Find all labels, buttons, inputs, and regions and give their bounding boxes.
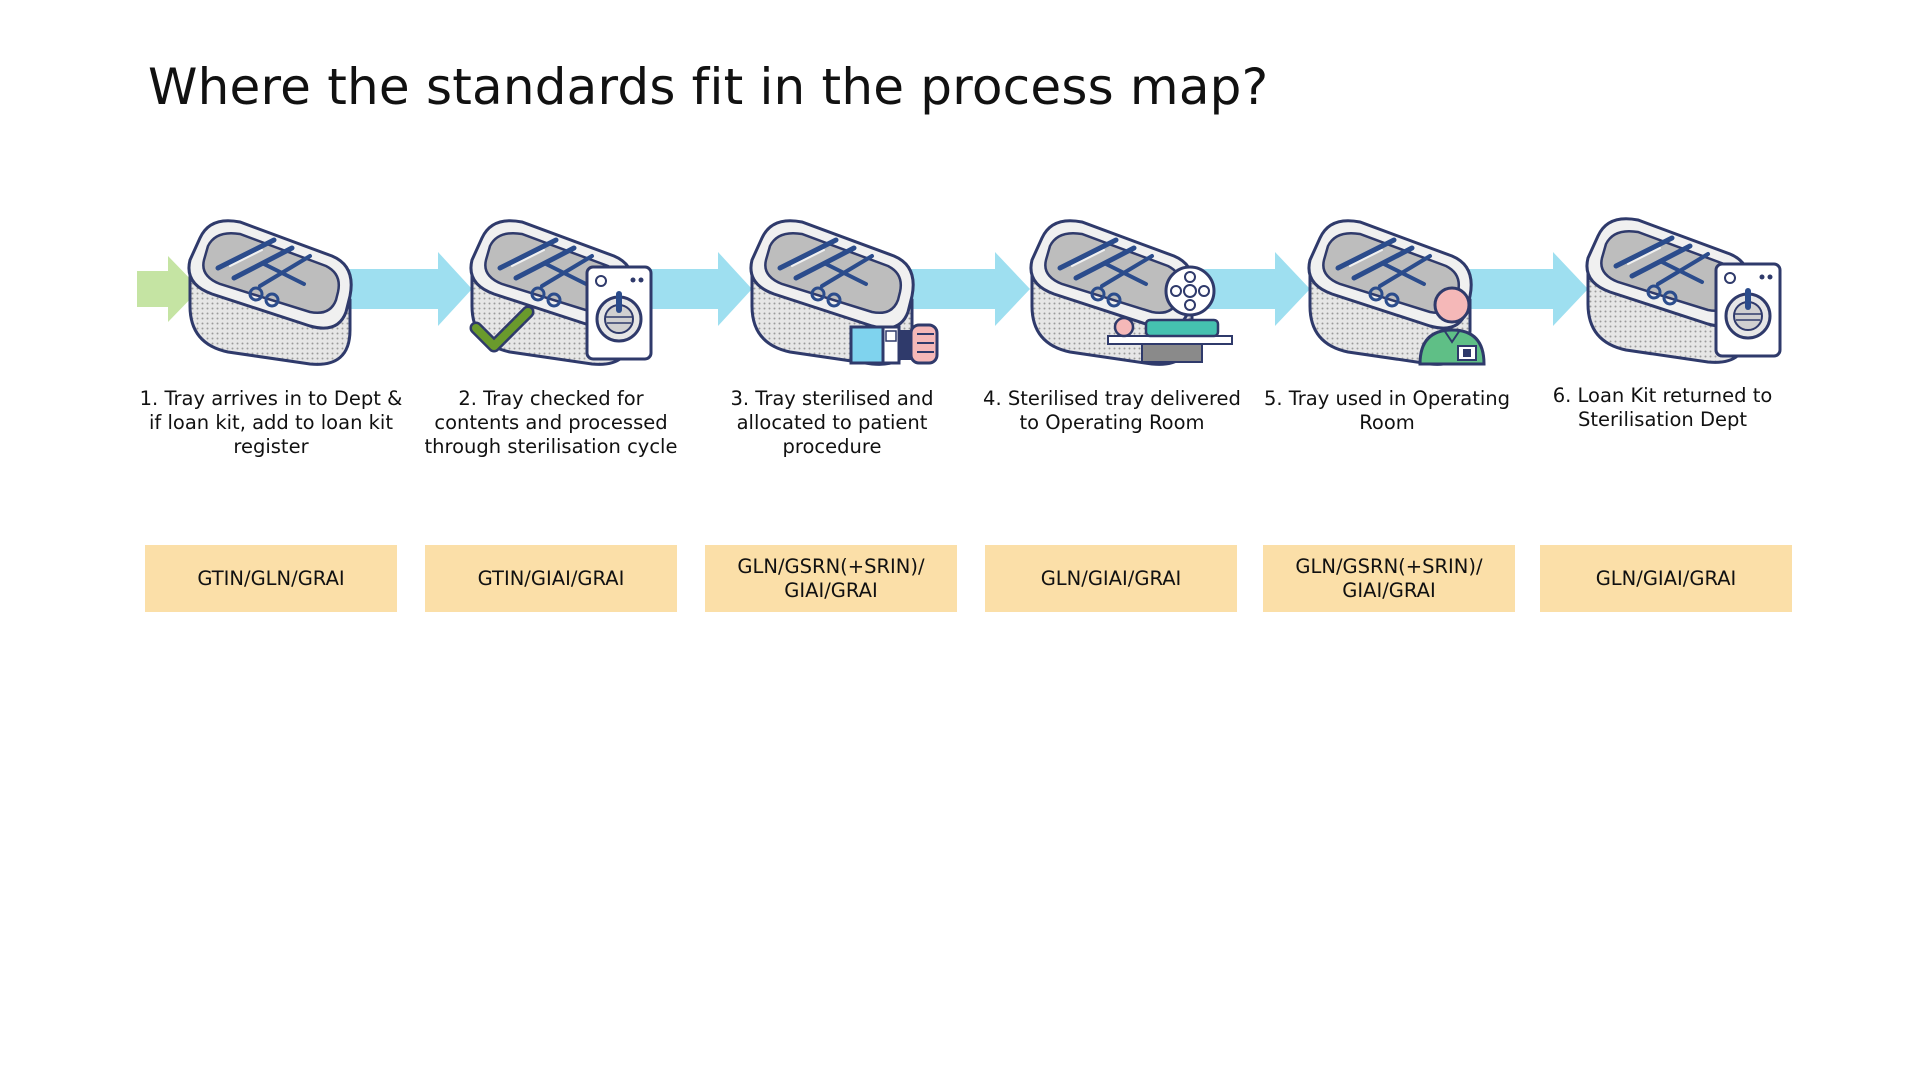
surgeon-icon — [1418, 286, 1486, 366]
step-4-standards-box: GLN/GIAI/GRAI — [985, 545, 1237, 612]
flow-arrow-5-6 — [1465, 252, 1588, 326]
step-4-caption: 4. Sterilised tray delivered to Operatin… — [983, 387, 1241, 434]
step-1-standards-box: GTIN/GLN/GRAI — [145, 545, 397, 612]
step-1-tray-icon — [189, 221, 351, 365]
step-5-caption: 5. Tray used in Operating Room — [1263, 387, 1511, 434]
steriliser-machine-icon — [1714, 262, 1782, 358]
flow-arrow-1-2 — [345, 252, 472, 326]
step-2-standards-box: GTIN/GIAI/GRAI — [425, 545, 677, 612]
operating-table-icon — [1107, 316, 1233, 363]
surgical-light-icon — [1164, 265, 1216, 317]
step-5-standards-box: GLN/GSRN(+SRIN)/ GIAI/GRAI — [1263, 545, 1515, 612]
page-title: Where the standards fit in the process m… — [148, 58, 1269, 116]
flow-arrow-3-4 — [905, 252, 1030, 326]
step-2-caption: 2. Tray checked for contents and process… — [424, 387, 678, 458]
start-arrow-icon — [137, 256, 200, 322]
flow-arrows — [137, 252, 1588, 326]
flow-arrow-4-5 — [1195, 252, 1310, 326]
steriliser-machine-icon — [585, 265, 653, 361]
step-1-caption: 1. Tray arrives in to Dept & if loan kit… — [139, 387, 403, 458]
flow-arrow-2-3 — [645, 252, 752, 326]
step-6-caption: 6. Loan Kit returned to Sterilisation De… — [1552, 384, 1773, 431]
process-map-illustration — [137, 0, 1782, 420]
step-6-standards-box: GLN/GIAI/GRAI — [1540, 545, 1792, 612]
step-3-standards-box: GLN/GSRN(+SRIN)/ GIAI/GRAI — [705, 545, 957, 612]
patient-wristband-icon — [849, 323, 939, 365]
step-3-caption: 3. Tray sterilised and allocated to pati… — [730, 387, 934, 458]
